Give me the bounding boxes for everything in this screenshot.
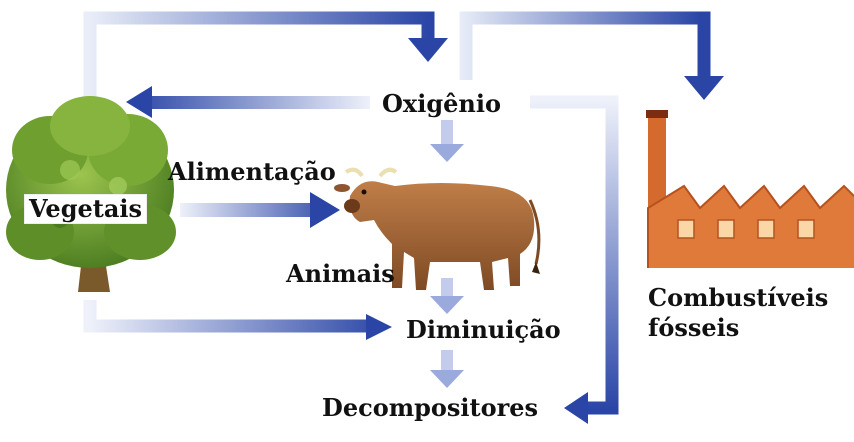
arrow-animals-to-reduction [441, 278, 453, 298]
arrow-plants-to-animals [180, 203, 312, 217]
fossil-fuels-label-line2: fósseis [648, 313, 740, 342]
arrow-oxygen-to-plants [150, 96, 370, 109]
animals-label: Animais [286, 259, 395, 288]
arrow-oxygen-to-fossil [459, 11, 711, 80]
cow-icon [334, 167, 541, 290]
arrow-head [366, 314, 392, 340]
arrow-oxygen-to-animals [441, 120, 453, 146]
reduction-label: Diminuição [402, 316, 565, 344]
arrow-head [430, 296, 464, 314]
feeding-label: Alimentação [168, 157, 336, 186]
plants-label: Vegetais [24, 194, 148, 224]
arrow-head [126, 86, 152, 118]
fossil-fuels-label-line1: Combustíveis [648, 283, 829, 312]
arrow-head [430, 144, 464, 162]
arrow-head [430, 370, 464, 388]
arrow-head [408, 38, 448, 62]
arrow-head [564, 392, 588, 424]
arrow-head [310, 192, 340, 228]
oxygen-label: Oxigênio [378, 90, 505, 118]
tree-icon [6, 96, 176, 292]
arrow-plants-to-reduction [83, 300, 368, 333]
arrow-head [684, 76, 724, 100]
decomposers-label: Decompositores [318, 394, 543, 422]
arrow-plants-to-oxygen [83, 11, 435, 100]
factory-icon [646, 110, 854, 268]
arrow-oxygen-to-decomposers [530, 95, 619, 415]
arrow-reduction-to-decomposers [441, 350, 453, 372]
